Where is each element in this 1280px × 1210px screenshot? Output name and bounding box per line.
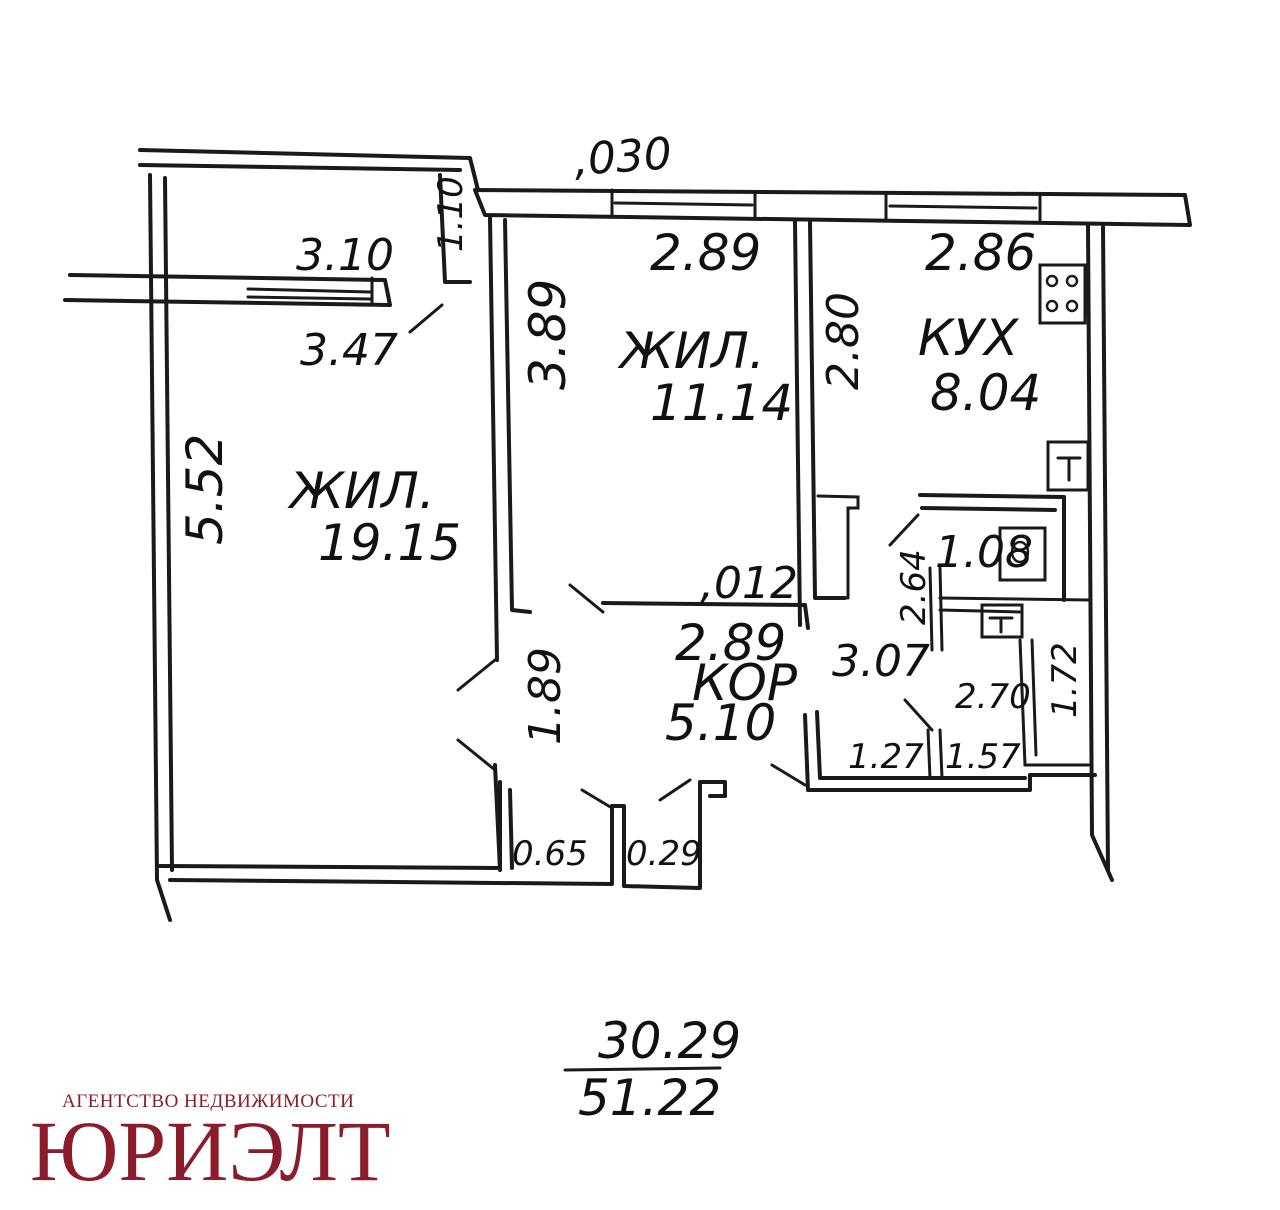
agency-subtitle: АГЕНТСТВО НЕДВИЖИМОСТИ	[62, 1091, 355, 1112]
sink-icon	[980, 526, 1047, 639]
dim-1-27: 1.27	[848, 737, 924, 777]
room-labels: ЖИЛ. 19.15 ЖИЛ. 11.14 КУХ 8.04 КОР 5.10	[287, 309, 1041, 752]
dim-2-86: 2.86	[925, 224, 1036, 282]
dim-2-89-top: 2.89	[650, 224, 761, 282]
room-living-small-label: ЖИЛ.	[617, 322, 765, 380]
dim-5-52: 5.52	[176, 434, 234, 545]
room-living-large-area: 19.15	[318, 514, 461, 572]
dim-1-08: 1.08	[935, 527, 1033, 578]
dim-3-89: 3.89	[519, 279, 577, 390]
dim-1-57: 1.57	[945, 737, 1021, 777]
area-totals: 30.29 51.22	[563, 1012, 741, 1127]
dimension-labels: ,030 1.10 3.10 3.47 5.52 2.89 3.89 ,012 …	[176, 128, 1085, 874]
walls	[63, 148, 1192, 922]
total-living-area: 30.29	[598, 1012, 741, 1070]
dim-1-72: 1.72	[1045, 642, 1085, 718]
dim-0-65: 0.65	[512, 834, 588, 874]
dim-2-64: 2.64	[894, 549, 934, 625]
door-swings	[408, 303, 934, 810]
dim-3-07: 3.07	[832, 636, 930, 687]
room-kitchen-area: 8.04	[930, 364, 1041, 422]
toilet-icon	[1046, 440, 1090, 492]
total-area: 51.22	[578, 1069, 721, 1127]
room-living-small-area: 11.14	[650, 374, 793, 432]
dim-1-89: 1.89	[520, 647, 571, 745]
dim-2-70: 2.70	[955, 677, 1031, 717]
dim-balcony-3-47: 3.47	[300, 325, 398, 376]
room-corridor-area: 5.10	[665, 694, 776, 752]
stove-icon	[1038, 263, 1087, 325]
room-kitchen-label: КУХ	[918, 309, 1020, 367]
dim-1-10: 1.10	[431, 176, 471, 252]
dim-0-12: ,012	[700, 558, 798, 609]
dim-2-80: 2.80	[818, 292, 869, 390]
dim-balcony-3-10: 3.10	[296, 230, 394, 281]
room-corridor-label: КОР	[692, 654, 798, 712]
dim-2-89-corridor: 2.89	[675, 614, 786, 672]
agency-logo: ЮРИЭЛТ	[30, 1103, 391, 1199]
room-living-large-label: ЖИЛ.	[287, 462, 435, 520]
dim-top-030: ,030	[572, 128, 673, 186]
dim-0-29: 0.29	[626, 834, 702, 874]
